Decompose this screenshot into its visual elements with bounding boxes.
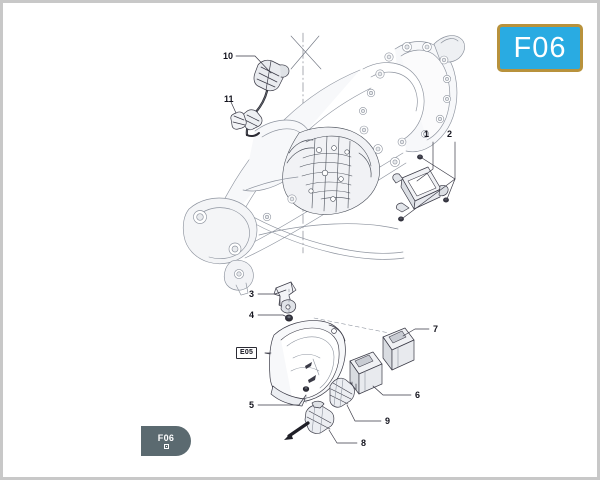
part-1-2-ecu-module [392,154,450,222]
callout-8[interactable]: 8 [361,438,367,448]
part-4-fastener [285,288,293,322]
leader-lines [230,55,456,444]
callout-7[interactable]: 7 [433,324,439,334]
callout-4[interactable]: 4 [249,310,255,320]
callout-3[interactable]: 3 [249,289,255,299]
battery-tray-assembly [264,320,346,407]
part-7-relay-box [382,327,415,371]
subframe-assembly [182,35,465,296]
callout-10[interactable]: 10 [223,51,234,61]
callout-9[interactable]: 9 [385,416,391,426]
part-5-fastener [302,386,310,404]
part-8-switch [284,400,335,440]
square-node-icon [163,444,169,449]
callout-11[interactable]: 11 [224,94,234,104]
callout-6[interactable]: 6 [415,390,421,400]
part-9-connector-block [329,377,355,408]
sheet-tag[interactable]: F06 [141,426,191,456]
diagram-canvas: 1 2 3 4 5 6 7 8 9 10 11 E05 F06 F06 [3,3,597,477]
callout-1[interactable]: 1 [424,129,430,139]
page-badge[interactable]: F06 [497,24,583,72]
part-6-relay-box [349,351,383,395]
parts-illustration [182,32,465,444]
sheet-tag-label: F06 [157,433,175,443]
reference-box-e05[interactable]: E05 [236,347,258,359]
part-3-bracket [273,281,297,314]
part-10-11-sensor-harness [230,59,290,138]
callout-2[interactable]: 2 [447,129,453,139]
page-badge-label: F06 [513,32,567,64]
callout-5[interactable]: 5 [249,400,255,410]
